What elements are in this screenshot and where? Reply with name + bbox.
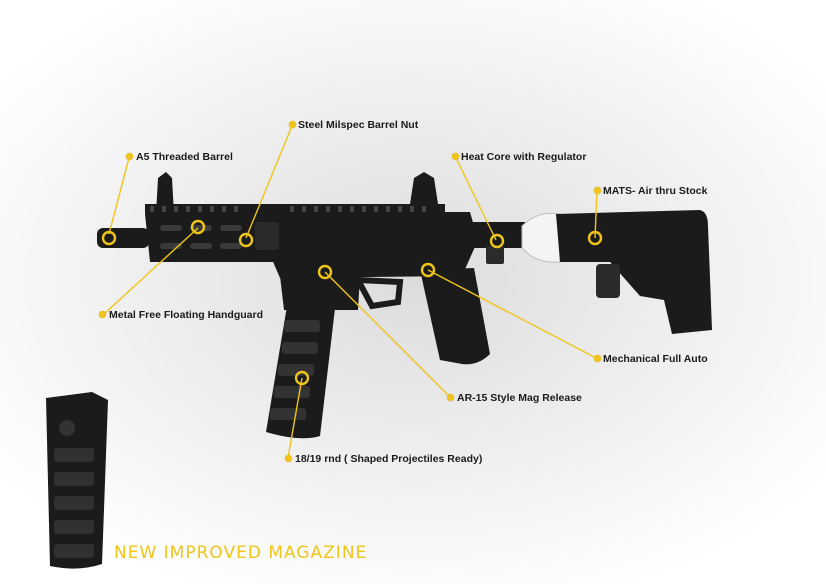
ring-ar-15-style-mag-release xyxy=(317,264,333,280)
leader-a5-threaded-barrel xyxy=(108,157,130,235)
ring-a5-threaded-barrel xyxy=(101,230,117,246)
leader-mats-air-thru-stock xyxy=(594,190,598,239)
callout-dot xyxy=(126,153,133,160)
callout-dot xyxy=(289,121,296,128)
leader-ar-15-style-mag-release xyxy=(324,271,451,398)
air-tank xyxy=(521,212,561,263)
callout-dot xyxy=(452,153,459,160)
callout-dot xyxy=(594,355,601,362)
improved-magazine-illustration xyxy=(46,392,108,569)
ring-magazine-capacity xyxy=(294,370,310,386)
receiver xyxy=(268,212,478,278)
callout-dot xyxy=(594,187,601,194)
ring-mats-air-thru-stock xyxy=(587,230,603,246)
trigger-guard xyxy=(352,276,404,310)
callout-dot xyxy=(285,455,292,462)
ring-metal-free-floating-handguard xyxy=(190,219,206,235)
top-rail xyxy=(145,204,445,214)
grip xyxy=(420,268,490,365)
rear-sight xyxy=(410,172,438,204)
callout-a5-threaded-barrel: A5 Threaded Barrel xyxy=(136,151,233,163)
callout-dot xyxy=(447,394,454,401)
callout-mechanical-full-auto: Mechanical Full Auto xyxy=(603,353,708,365)
callout-ar-15-style-mag-release: AR-15 Style Mag Release xyxy=(457,392,582,404)
front-sight xyxy=(156,172,174,214)
stock xyxy=(556,210,712,334)
leader-magazine-capacity xyxy=(287,377,303,459)
callout-metal-free-floating-handguard: Metal Free Floating Handguard xyxy=(109,309,264,321)
leader-steel-milspec-barrel-nut xyxy=(245,125,293,239)
rifle-illustration xyxy=(97,172,712,439)
ring-mechanical-full-auto xyxy=(420,262,436,278)
ring-steel-milspec-barrel-nut xyxy=(238,232,254,248)
callout-magazine-capacity: 18/19 rnd ( Shaped Projectiles Ready) xyxy=(295,453,483,465)
leader-lines xyxy=(103,125,599,459)
leader-heat-core-with-regulator xyxy=(455,157,497,241)
ring-heat-core-with-regulator xyxy=(489,233,505,249)
barrel xyxy=(97,228,149,248)
magazine-caption: NEW IMPROVED MAGAZINE xyxy=(114,543,368,563)
barrel-nut xyxy=(255,222,279,250)
callout-steel-milspec-barrel-nut: Steel Milspec Barrel Nut xyxy=(298,119,419,131)
leader-mechanical-full-auto xyxy=(427,269,599,360)
callout-heat-core-with-regulator: Heat Core with Regulator xyxy=(461,151,587,163)
leader-metal-free-floating-handguard xyxy=(103,227,199,315)
target-rings xyxy=(101,219,603,386)
callout-dot xyxy=(99,311,106,318)
callout-mats-air-thru-stock: MATS- Air thru Stock xyxy=(603,185,708,197)
